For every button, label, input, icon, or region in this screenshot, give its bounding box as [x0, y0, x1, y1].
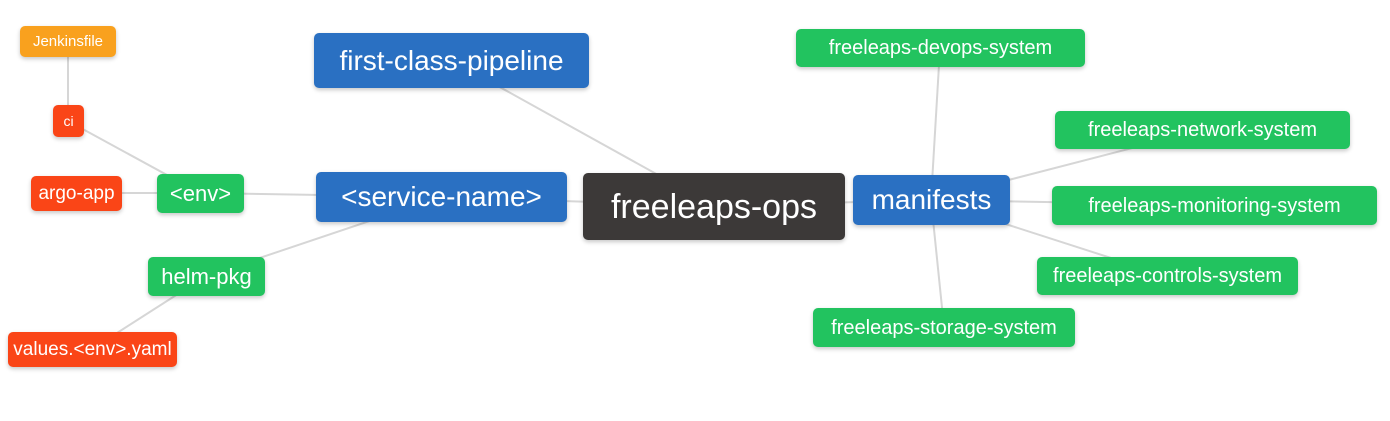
- node-first-class-pipeline[interactable]: first-class-pipeline: [314, 33, 589, 88]
- node-freeleaps-devops-system[interactable]: freeleaps-devops-system: [796, 29, 1085, 67]
- node-freeleaps-ops-root[interactable]: freeleaps-ops: [583, 173, 845, 240]
- node-argo-app[interactable]: argo-app: [31, 176, 122, 211]
- node-helm-pkg[interactable]: helm-pkg: [148, 257, 265, 296]
- node-ci[interactable]: ci: [53, 105, 84, 137]
- node-freeleaps-network-system[interactable]: freeleaps-network-system: [1055, 111, 1350, 149]
- node-freeleaps-controls-system[interactable]: freeleaps-controls-system: [1037, 257, 1298, 295]
- node-freeleaps-monitoring-system[interactable]: freeleaps-monitoring-system: [1052, 186, 1377, 225]
- node-manifests[interactable]: manifests: [853, 175, 1010, 225]
- node-env[interactable]: <env>: [157, 174, 244, 213]
- node-values-env-yaml[interactable]: values.<env>.yaml: [8, 332, 177, 367]
- node-service-name[interactable]: <service-name>: [316, 172, 567, 222]
- node-jenkinsfile[interactable]: Jenkinsfile: [20, 26, 116, 57]
- node-freeleaps-storage-system[interactable]: freeleaps-storage-system: [813, 308, 1075, 347]
- edge-manifests-devops: [930, 47, 941, 201]
